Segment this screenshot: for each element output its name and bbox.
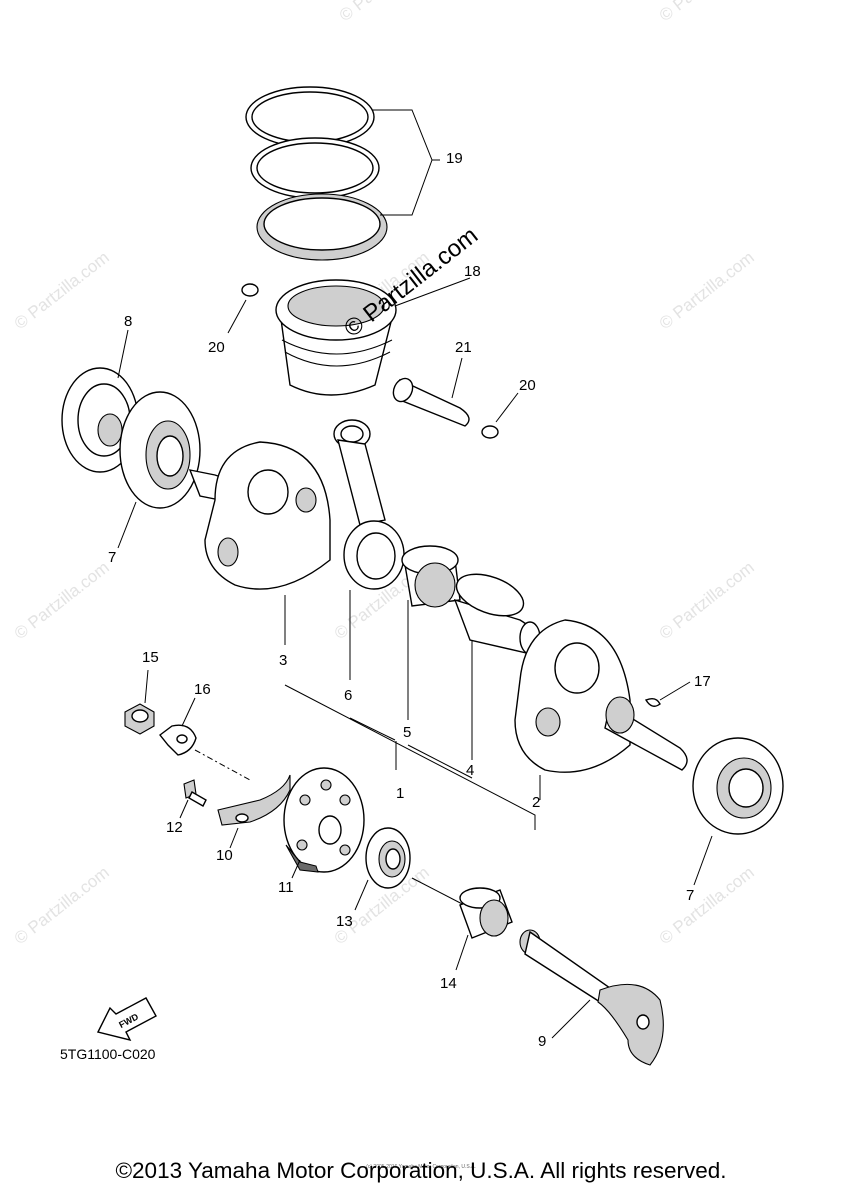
callout-19: 19	[446, 150, 463, 167]
callout-14: 14	[440, 975, 457, 992]
leader-21	[451, 357, 463, 399]
crank-web-left	[188, 441, 331, 645]
callout-6: 6	[344, 687, 352, 704]
callout-12: 12	[166, 819, 183, 836]
leader-13	[354, 879, 369, 911]
leader-11	[291, 859, 301, 879]
callout-10: 10	[216, 847, 233, 864]
callout-16: 16	[194, 681, 211, 698]
leader-9	[551, 999, 591, 1039]
crank-web-right	[514, 619, 688, 800]
crank-web-left-body	[204, 441, 331, 590]
piston-crown-valve-pockets	[287, 285, 385, 327]
watermark-text: © Partzilla.com	[656, 558, 758, 644]
callout-9: 9	[538, 1033, 546, 1050]
piston-pin-clip-left	[227, 283, 259, 334]
leader-20a	[227, 299, 247, 334]
leader-12	[179, 799, 189, 819]
leader-14	[455, 934, 469, 971]
watermark-text: © Partzilla.com	[656, 248, 758, 334]
callout-7-right: 7	[686, 887, 694, 904]
leader-20b	[495, 392, 519, 423]
callout-13: 13	[336, 913, 353, 930]
leader-10	[229, 827, 239, 849]
callout-17: 17	[694, 673, 711, 690]
footer-copyright: ©2013 Yamaha Motor Corporation, U.S.A. A…	[115, 1158, 727, 1183]
balancer-needle-bearing	[455, 887, 513, 971]
bolt	[179, 779, 207, 819]
watermark-text: © Partzilla.com	[11, 248, 113, 334]
leader-17	[659, 681, 691, 701]
watermark-text: © Partzilla.com	[656, 0, 758, 25]
connecting-rod	[333, 419, 405, 680]
callout-21: 21	[455, 339, 472, 356]
piston-rings	[245, 86, 440, 261]
bearing-left	[117, 391, 201, 549]
assembly-axis	[411, 877, 471, 909]
piston-ring-groove	[284, 351, 391, 367]
leader-7b	[693, 835, 713, 886]
watermark-text: © Partzilla.com	[11, 863, 113, 949]
leader-8	[117, 329, 129, 379]
nut	[124, 669, 155, 735]
small-copyright: (c) 2005-2016 Yamaha Motor Corporation, …	[366, 1164, 476, 1170]
crankshaft-assembly-bracket	[284, 684, 536, 830]
balancer-drive-gear	[283, 767, 365, 879]
callout-7-left: 7	[108, 549, 116, 566]
lock-washer	[159, 697, 197, 756]
leader-18	[394, 277, 471, 307]
ring-top-inner	[251, 91, 369, 143]
callout-2: 2	[532, 794, 540, 811]
watermark-text: © Partzilla.com	[11, 558, 113, 644]
balancer-shaft	[519, 929, 664, 1066]
ring-second-inner	[256, 142, 374, 194]
callout-8: 8	[124, 313, 132, 330]
callout-5: 5	[403, 724, 411, 741]
piston	[275, 277, 471, 396]
callout-labels: 1 2 3 4 5 6 7 7 8 9 10 11 12 13 14 15 16…	[108, 150, 711, 1050]
bearing-right	[692, 737, 784, 886]
piston-ring-groove	[281, 339, 393, 355]
diagram-code: 5TG1100-C020	[60, 1046, 156, 1062]
leader-16	[181, 697, 196, 727]
callout-20-right: 20	[519, 377, 536, 394]
leader-19	[372, 109, 433, 216]
piston-pin	[392, 357, 470, 427]
watermark-text: © Partzilla.com	[656, 863, 758, 949]
ring-oil-inner	[263, 197, 381, 251]
assembly-axis	[194, 749, 251, 781]
callout-15: 15	[142, 649, 159, 666]
callout-11: 11	[278, 879, 294, 896]
woodruff-key	[644, 681, 691, 707]
watermark-text: © Partzilla.com	[336, 0, 438, 25]
crank-pin-bearing	[401, 545, 461, 720]
callout-3: 3	[279, 652, 287, 669]
balancer-weight	[194, 749, 291, 849]
callout-18: 18	[464, 263, 481, 280]
callout-1: 1	[396, 785, 404, 802]
callout-4: 4	[466, 762, 474, 779]
piston-pin-clip-right	[481, 392, 519, 439]
primary-drive-gear	[61, 329, 139, 473]
leader-15	[144, 669, 149, 704]
callout-20-left: 20	[208, 339, 225, 356]
balancer-bearing	[354, 827, 471, 911]
fwd-arrow-icon: FWD	[96, 997, 157, 1042]
leader-7a	[117, 501, 137, 549]
